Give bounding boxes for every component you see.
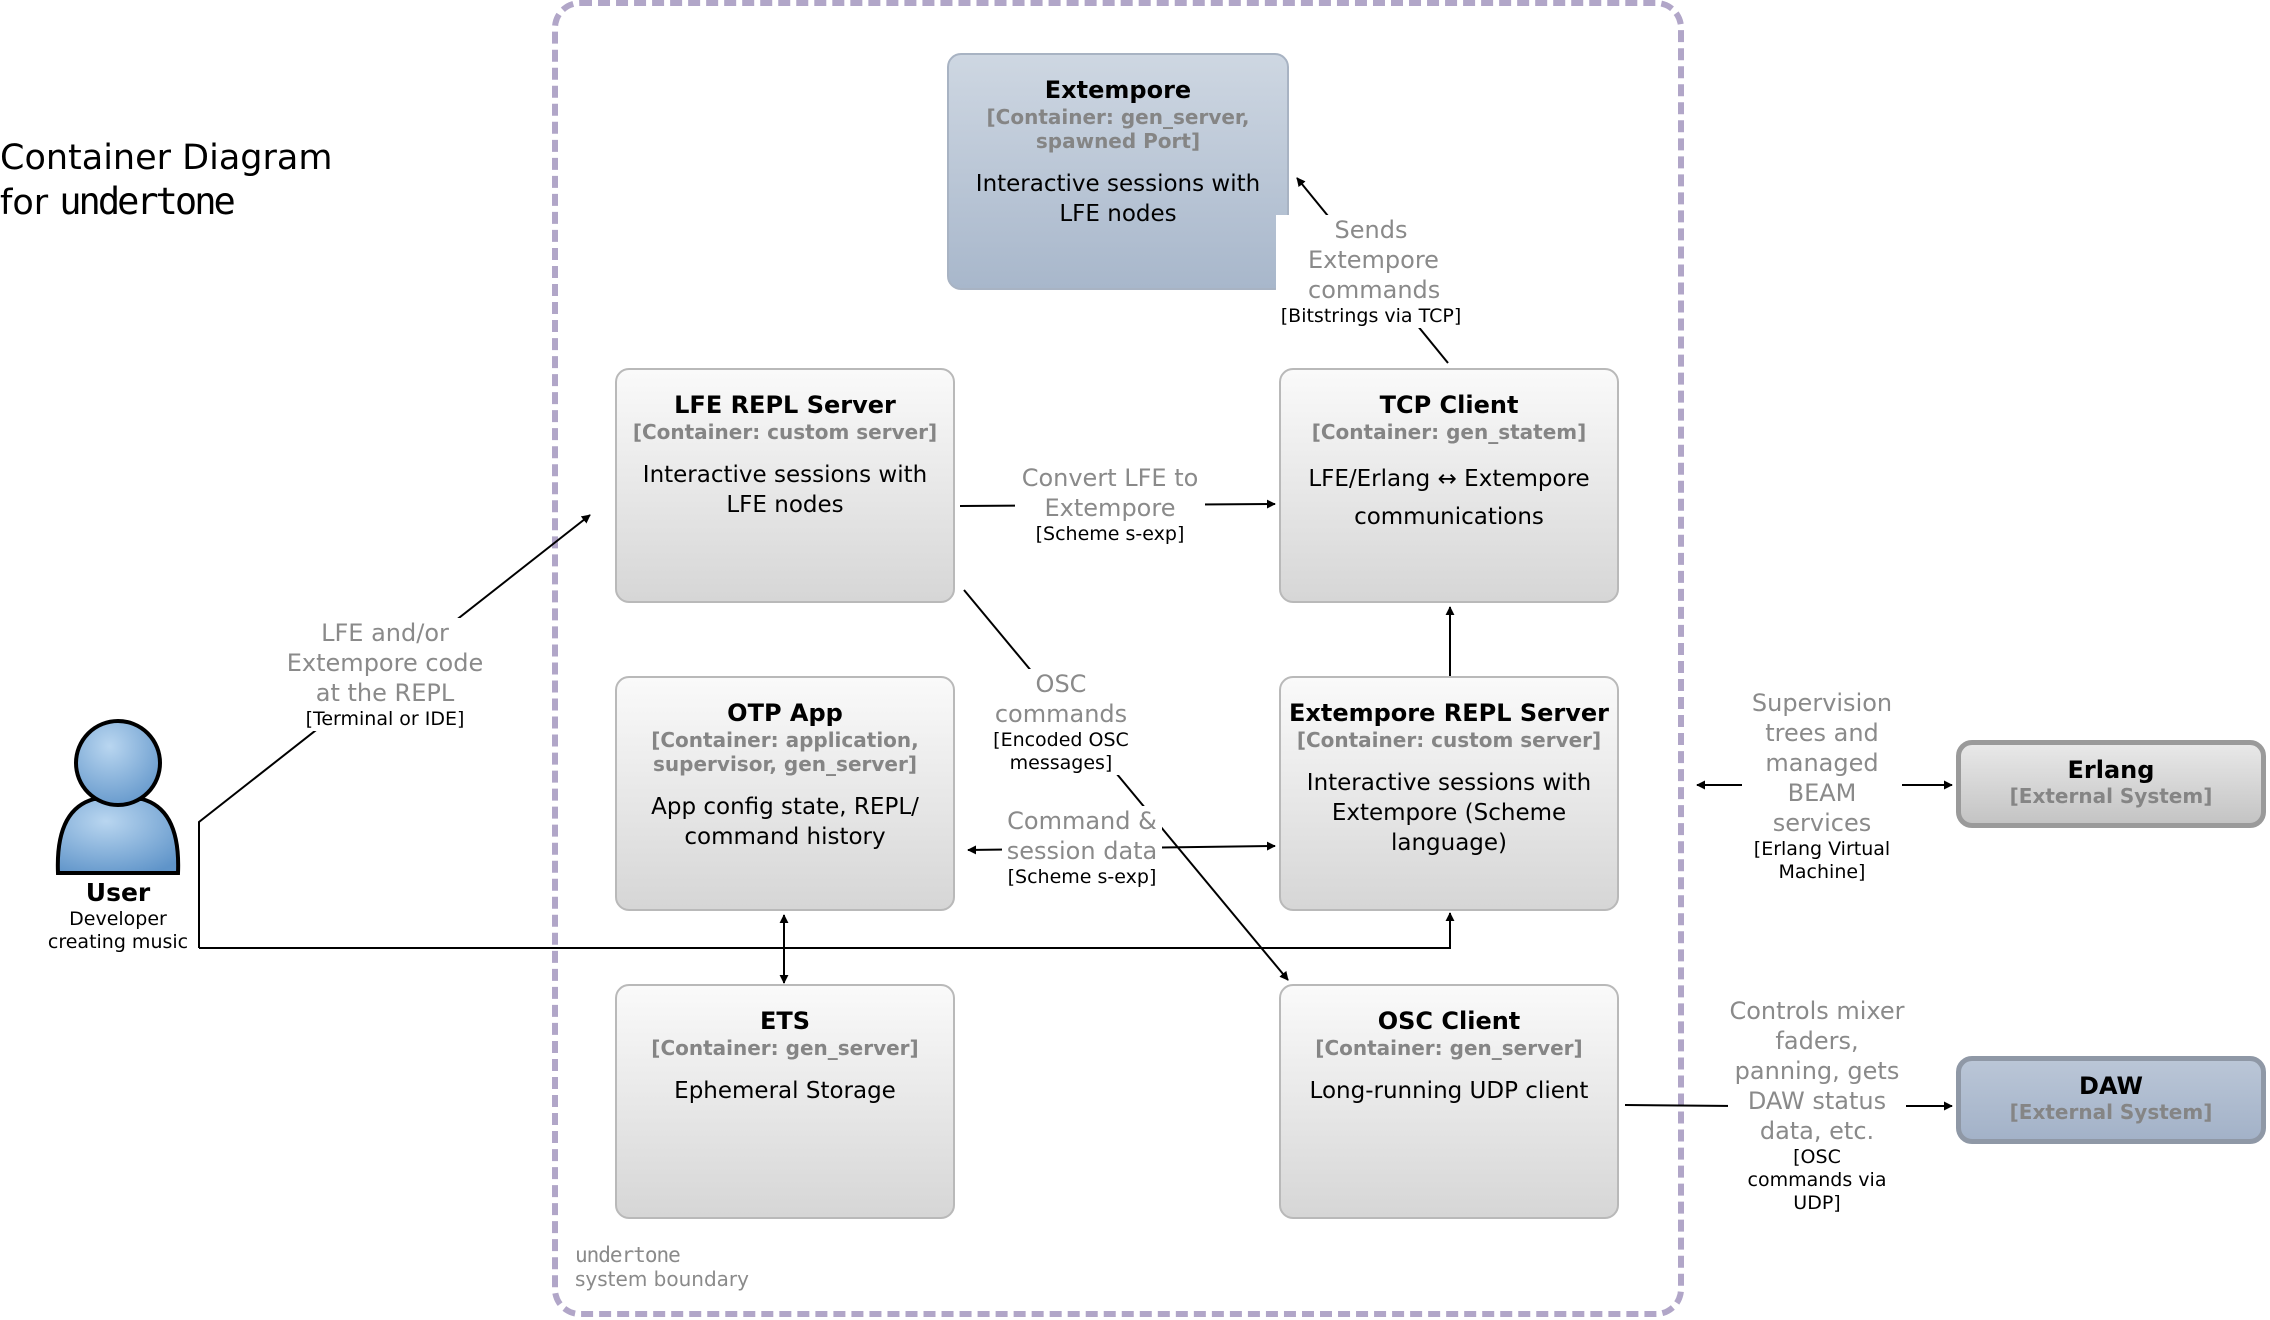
relation-label-tcp-to-extempore: Sends Extempore commands [Bitstrings via… — [1276, 215, 1466, 328]
container-type: [Container: gen_server, spawned Port] — [986, 105, 1250, 153]
relation-text: Convert LFE to Extempore — [1021, 464, 1199, 522]
relation-tech: [Bitstrings via TCP] — [1280, 305, 1462, 327]
external-type: [External System] — [2009, 1100, 2213, 1124]
relation-text: Supervision trees and managed BEAM servi… — [1751, 689, 1893, 837]
container-description: LFE/Erlang ↔ Extempore communications — [1308, 466, 1590, 530]
external-system-erlang[interactable]: Erlang [External System] — [1956, 740, 2266, 828]
relation-tech: [Scheme s-exp] — [1007, 866, 1157, 888]
container-tcp-client[interactable]: TCP Client [Container: gen_statem] LFE/E… — [1279, 368, 1619, 603]
relation-tech: [Scheme s-exp] — [1035, 523, 1185, 545]
relation-label-user-to-repl: LFE and/or Extempore code at the REPL [T… — [280, 618, 490, 731]
container-name: TCP Client — [1379, 391, 1519, 419]
relation-text: OSC commands — [994, 670, 1128, 728]
relation-label-lfe-to-tcp: Convert LFE to Extempore [Scheme s-exp] — [1015, 463, 1205, 546]
diagram-title: Container Diagram for undertone — [0, 136, 332, 225]
container-description: App config state, REPL/ command history — [651, 794, 919, 850]
title-system-name: undertone — [59, 180, 235, 223]
boundary-caption: system boundary — [575, 1267, 749, 1291]
container-osc-client[interactable]: OSC Client [Container: gen_server] Long-… — [1279, 984, 1619, 1219]
system-boundary-label: undertone system boundary — [575, 1243, 749, 1291]
external-name: DAW — [2079, 1072, 2143, 1100]
relation-tech: [OSC commands via UDP] — [1747, 1146, 1887, 1214]
container-name: Extempore REPL Server — [1288, 699, 1610, 727]
title-line2: for undertone — [0, 180, 332, 225]
container-otp-app[interactable]: OTP App [Container: application, supervi… — [615, 676, 955, 911]
container-lfe-repl-server[interactable]: LFE REPL Server [Container: custom serve… — [615, 368, 955, 603]
container-description: Interactive sessions with Extempore (Sch… — [1306, 770, 1592, 856]
container-name: ETS — [759, 1007, 811, 1035]
container-type: [Container: custom server] — [1296, 728, 1602, 752]
relation-text: LFE and/or Extempore code at the REPL — [286, 619, 484, 707]
relation-tech: [Encoded OSC messages] — [993, 729, 1129, 774]
relation-label-lfe-to-osc: OSC commands [Encoded OSC messages] — [968, 669, 1154, 775]
user-name: User — [85, 878, 151, 907]
relation-label-erlang: Supervision trees and managed BEAM servi… — [1742, 688, 1902, 884]
container-type: [Container: gen_server] — [651, 1036, 919, 1060]
user-actor: User Developer creating music — [40, 878, 196, 954]
user-person-icon — [55, 719, 181, 875]
user-to-lfe-repl-arrow — [198, 514, 591, 948]
container-name: OSC Client — [1377, 1007, 1521, 1035]
container-type: [Container: custom server] — [632, 420, 938, 444]
title-prefix: for — [0, 183, 60, 223]
boundary-name: undertone — [575, 1243, 681, 1267]
user-description: Developer creating music — [47, 908, 189, 953]
container-extempore-repl-server[interactable]: Extempore REPL Server [Container: custom… — [1279, 676, 1619, 911]
container-ets[interactable]: ETS [Container: gen_server] Ephemeral St… — [615, 984, 955, 1219]
container-name: OTP App — [727, 699, 843, 727]
container-name: Extempore — [1044, 76, 1192, 104]
container-description: Ephemeral Storage — [674, 1078, 896, 1104]
relation-tech: [Erlang Virtual Machine] — [1753, 838, 1891, 883]
relation-label-otp-extempore-repl: Command & session data [Scheme s-exp] — [1002, 806, 1162, 889]
container-description: Interactive sessions with LFE nodes — [975, 171, 1261, 227]
container-extempore[interactable]: Extempore [Container: gen_server, spawne… — [947, 53, 1289, 290]
container-type: [Container: gen_server] — [1315, 1036, 1583, 1060]
external-name: Erlang — [2067, 756, 2155, 784]
container-description: Long-running UDP client — [1309, 1078, 1589, 1104]
container-type: [Container: gen_statem] — [1311, 420, 1587, 444]
relation-text: Command & session data — [1006, 807, 1158, 865]
external-type: [External System] — [2009, 784, 2213, 808]
container-description: Interactive sessions with LFE nodes — [642, 462, 928, 518]
relation-text: Sends Extempore commands — [1308, 216, 1441, 304]
title-line1: Container Diagram — [0, 138, 333, 178]
relation-label-daw: Controls mixer faders, panning, gets DAW… — [1728, 996, 1906, 1215]
external-system-daw[interactable]: DAW [External System] — [1956, 1056, 2266, 1144]
container-name: LFE REPL Server — [674, 391, 896, 419]
relation-text: Controls mixer faders, panning, gets DAW… — [1729, 997, 1905, 1145]
container-type: [Container: application, supervisor, gen… — [651, 728, 919, 776]
relation-tech: [Terminal or IDE] — [305, 708, 465, 730]
